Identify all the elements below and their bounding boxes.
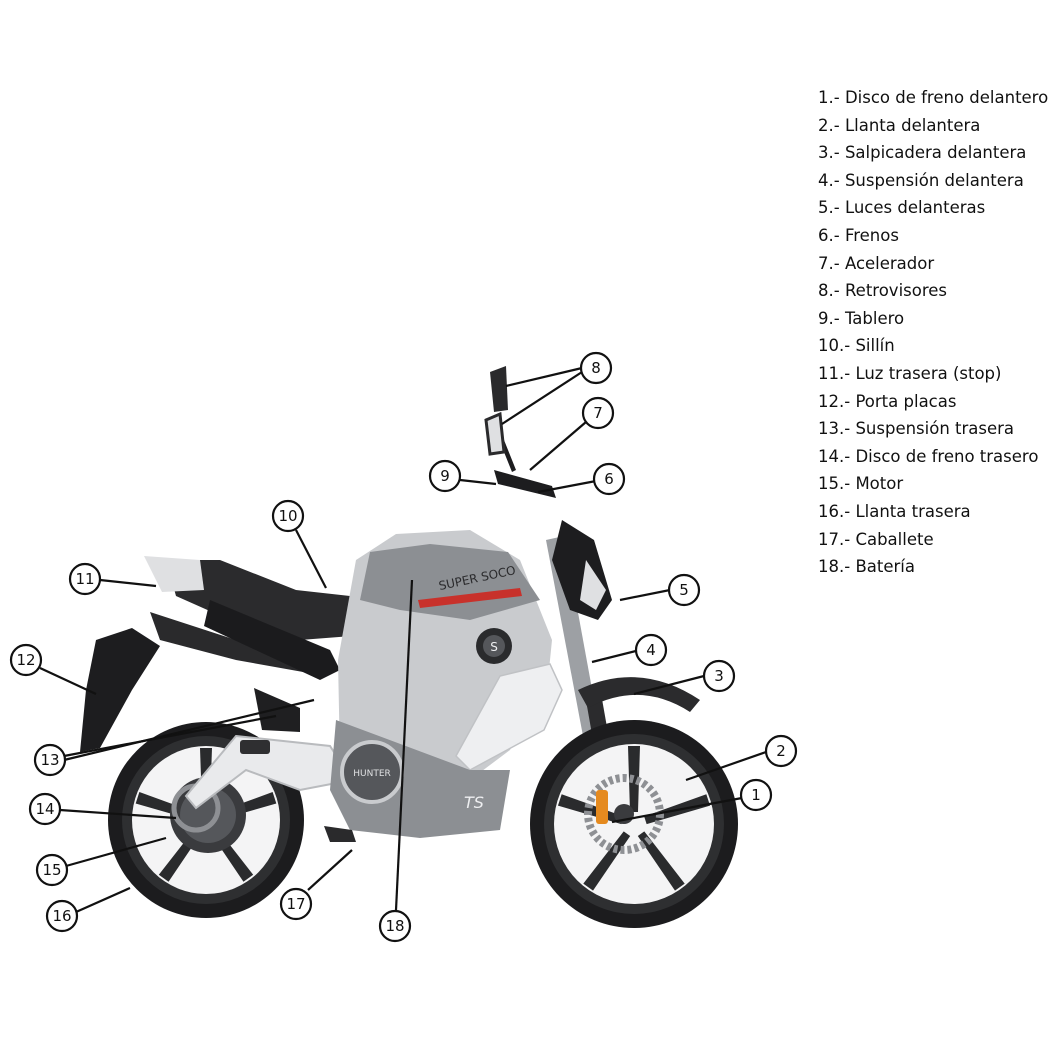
legend-item: 18.- Batería bbox=[818, 557, 915, 577]
legend-item: 4.- Suspensión delantera bbox=[818, 170, 1024, 190]
callout-18: 18 bbox=[378, 909, 412, 943]
svg-text:2: 2 bbox=[776, 742, 786, 760]
svg-text:4: 4 bbox=[646, 641, 656, 659]
seat bbox=[166, 560, 352, 640]
callout-16: 16 bbox=[45, 899, 79, 933]
legend-item: 11.- Luz trasera (stop) bbox=[818, 363, 1002, 383]
callout-8: 8 bbox=[579, 351, 613, 385]
red-stripe bbox=[418, 588, 522, 608]
svg-text:14: 14 bbox=[35, 800, 54, 818]
callout-6: 6 bbox=[592, 462, 626, 496]
callout-9: 9 bbox=[428, 459, 462, 493]
svg-text:18: 18 bbox=[385, 917, 404, 935]
side-panel-white bbox=[455, 663, 563, 771]
legend-item: 1.- Disco de freno delantero bbox=[818, 88, 1049, 107]
callout-1: 1 bbox=[739, 778, 773, 812]
callout-11: 11 bbox=[68, 562, 102, 596]
front-caliper bbox=[596, 790, 608, 824]
callout-5: 5 bbox=[667, 573, 701, 607]
leader-lines bbox=[39, 366, 767, 914]
svg-text:16: 16 bbox=[52, 907, 71, 925]
side-badge-text: TS bbox=[464, 793, 484, 812]
charge-cap-logo: S bbox=[490, 640, 498, 654]
motorcycle: SUPER SOCO S HUNTER TS bbox=[80, 366, 738, 928]
mirror-lower bbox=[484, 411, 506, 456]
parts-legend: 1.- Disco de freno delantero 2.- Llanta … bbox=[818, 84, 1048, 581]
svg-text:1: 1 bbox=[751, 786, 761, 804]
callouts: 1 2 3 4 5 6 7 8 bbox=[9, 351, 798, 943]
svg-text:7: 7 bbox=[593, 404, 603, 422]
svg-text:8: 8 bbox=[591, 359, 601, 377]
callout-7: 7 bbox=[581, 396, 615, 430]
svg-text:5: 5 bbox=[679, 581, 689, 599]
tank-top bbox=[360, 544, 540, 620]
kickstand bbox=[324, 826, 356, 842]
svg-text:15: 15 bbox=[42, 861, 61, 879]
svg-text:11: 11 bbox=[75, 570, 94, 588]
legend-item: 15.- Motor bbox=[818, 474, 904, 494]
callout-15: 15 bbox=[35, 853, 69, 887]
svg-text:9: 9 bbox=[440, 467, 450, 485]
svg-text:12: 12 bbox=[16, 651, 35, 669]
legend-item: 8.- Retrovisores bbox=[818, 281, 948, 301]
callout-4: 4 bbox=[634, 633, 668, 667]
legend-item: 3.- Salpicadera delantera bbox=[818, 143, 1027, 163]
legend-item: 12.- Porta placas bbox=[818, 391, 957, 411]
mirror-upper bbox=[490, 366, 508, 412]
callout-14: 14 bbox=[28, 792, 62, 826]
legend-item: 10.- Sillín bbox=[818, 336, 895, 356]
handlebar bbox=[494, 470, 556, 498]
callout-12: 12 bbox=[9, 643, 43, 677]
svg-text:17: 17 bbox=[286, 895, 305, 913]
legend-item: 9.- Tablero bbox=[818, 308, 905, 328]
callout-17: 17 bbox=[279, 887, 313, 921]
legend-item: 13.- Suspensión trasera bbox=[818, 419, 1015, 439]
legend-item: 17.- Caballete bbox=[818, 529, 934, 549]
svg-text:13: 13 bbox=[40, 751, 59, 769]
legend-item: 16.- Llanta trasera bbox=[818, 501, 971, 521]
svg-text:10: 10 bbox=[278, 507, 297, 525]
legend-item: 5.- Luces delanteras bbox=[818, 198, 986, 218]
callout-13: 13 bbox=[33, 743, 67, 777]
legend-item: 2.- Llanta delantera bbox=[818, 115, 981, 135]
svg-text:3: 3 bbox=[714, 667, 724, 685]
motor-badge-text: HUNTER bbox=[353, 769, 391, 779]
svg-text:6: 6 bbox=[604, 470, 614, 488]
front-wheel bbox=[530, 720, 738, 928]
callout-3: 3 bbox=[702, 659, 736, 693]
tail-light bbox=[144, 556, 204, 592]
frame-rail bbox=[204, 600, 340, 680]
legend-item: 14.- Disco de freno trasero bbox=[818, 446, 1039, 466]
callout-10: 10 bbox=[271, 499, 305, 533]
legend-item: 7.- Acelerador bbox=[818, 253, 935, 273]
legend-item: 6.- Frenos bbox=[818, 225, 899, 245]
rear-license-holder bbox=[80, 628, 160, 752]
callout-2: 2 bbox=[764, 734, 798, 768]
